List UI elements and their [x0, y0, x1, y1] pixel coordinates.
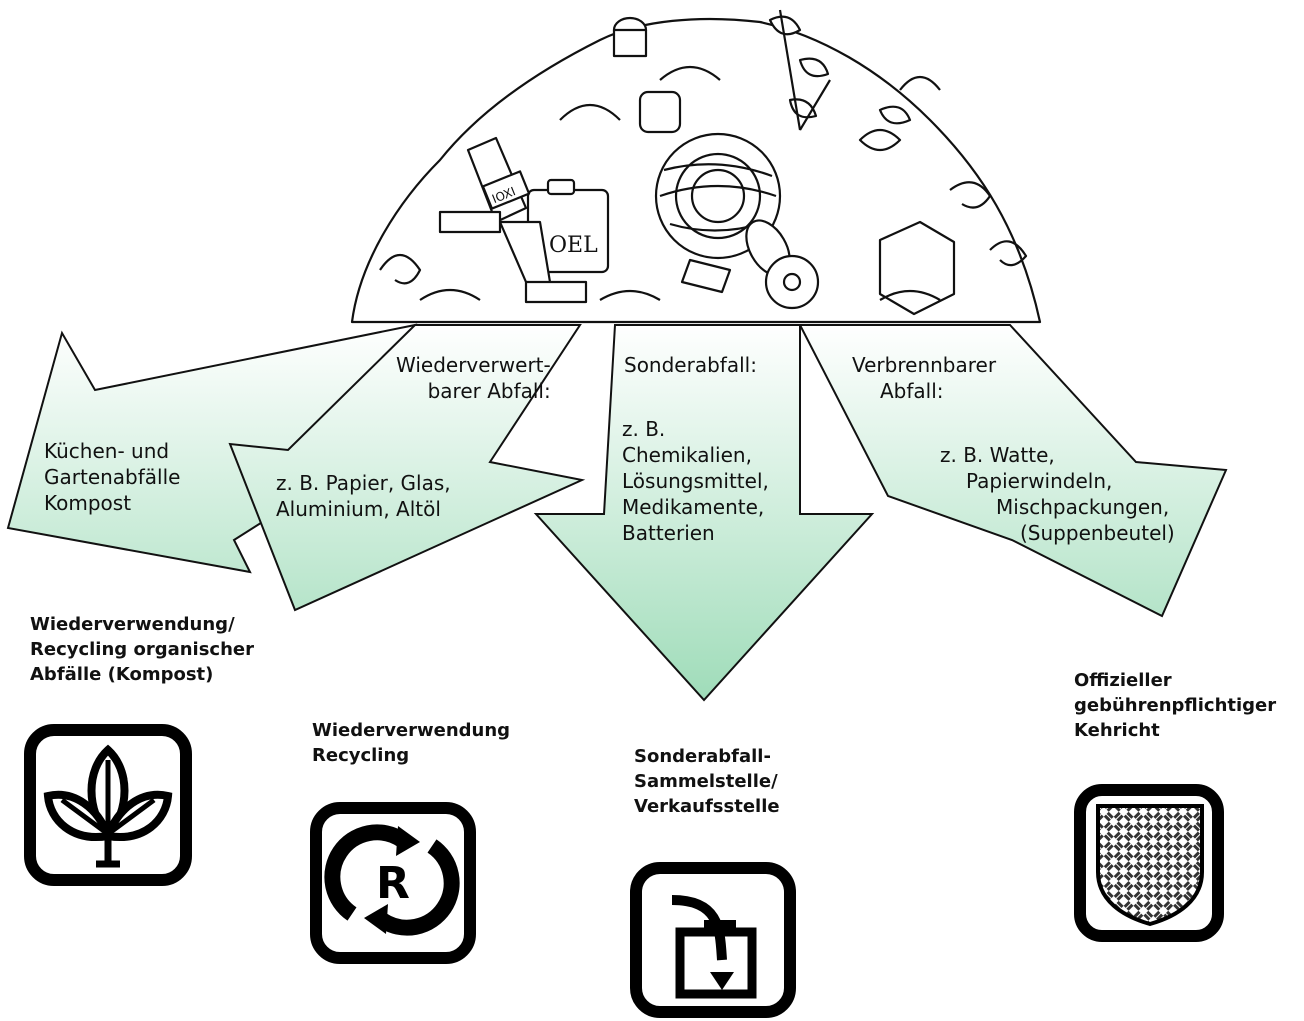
hazardous-example-line: Lösungsmittel, [622, 469, 769, 493]
combustible-heading: Verbrennbarer Abfall: [852, 352, 996, 404]
sorting-arrows [6, 323, 1228, 702]
destination-line: gebührenpflichtiger [1074, 695, 1277, 716]
combustible-examples: z. B. Watte, Papierwindeln, Mischpackung… [940, 442, 1175, 546]
destination-line: Recycling organischer [30, 639, 254, 660]
destination-line: Abfälle (Kompost) [30, 664, 214, 685]
recyclable-heading-line: barer Abfall: [427, 379, 551, 403]
waste-pile-icon: OEL IOXI [350, 9, 1042, 324]
svg-text:OEL: OEL [549, 233, 598, 258]
arrow-recyclable [228, 324, 586, 612]
recyclable-example-line: Aluminium, Altöl [276, 497, 441, 521]
hazardous-examples: z. B. Chemikalien, Lösungsmittel, Medika… [622, 416, 769, 546]
compost-text-line: Gartenabfälle [44, 465, 181, 489]
combustible-example-line: Papierwindeln, [966, 469, 1113, 493]
recyclable-examples: z. B. Papier, Glas, Aluminium, Altöl [276, 470, 451, 522]
destination-line: Sammelstelle/ [634, 771, 778, 792]
recycling-r-icon: R [310, 802, 476, 964]
combustible-example-line: (Suppenbeutel) [1020, 521, 1175, 545]
arrow-combustible [798, 324, 1228, 618]
hazardous-example-line: Medikamente, [622, 495, 765, 519]
combustible-heading-line: Verbrennbarer [852, 353, 997, 377]
destination-line: Wiederverwendung/ [30, 614, 235, 635]
destination-line: Recycling [312, 745, 410, 766]
recyclable-heading-line: Wiederverwert- [396, 353, 551, 377]
plant-leaves-icon [24, 724, 192, 886]
combustible-heading-line: Abfall: [880, 379, 944, 403]
arrow-hazardous [533, 324, 875, 702]
combustible-example-line: Mischpackungen, [996, 495, 1170, 519]
compost-destination: Wiederverwendung/ Recycling organischer … [30, 612, 254, 687]
destination-line: Offizieller [1074, 670, 1172, 691]
recyclable-example-line: z. B. Papier, Glas, [276, 471, 451, 495]
coat-of-arms-icon [1074, 784, 1224, 942]
svg-text:R: R [376, 858, 410, 909]
hazardous-destination: Sonderabfall- Sammelstelle/ Verkaufsstel… [634, 744, 780, 819]
recyclable-heading: Wiederverwert- barer Abfall: [396, 352, 551, 404]
combustible-example-line: z. B. Watte, [940, 443, 1055, 467]
hazardous-example-line: Batterien [622, 521, 715, 545]
hazardous-heading-line: Sonderabfall: [624, 353, 757, 377]
compost-text-line: Küchen- und [44, 439, 170, 463]
destination-line: Kehricht [1074, 720, 1160, 741]
hazardous-example-line: Chemikalien, [622, 443, 752, 467]
destination-line: Wiederverwendung [312, 720, 511, 741]
combustible-destination: Offizieller gebührenpflichtiger Kehricht [1074, 668, 1276, 743]
destination-line: Verkaufsstelle [634, 796, 780, 817]
hazardous-example-line: z. B. [622, 417, 666, 441]
recyclable-destination: Wiederverwendung Recycling [312, 718, 510, 768]
destination-line: Sonderabfall- [634, 746, 771, 767]
collection-container-icon [630, 862, 796, 1018]
hazardous-heading: Sonderabfall: [624, 352, 757, 378]
compost-arrow-text: Küchen- und Gartenabfälle Kompost [44, 438, 180, 516]
compost-text-line: Kompost [44, 491, 132, 515]
